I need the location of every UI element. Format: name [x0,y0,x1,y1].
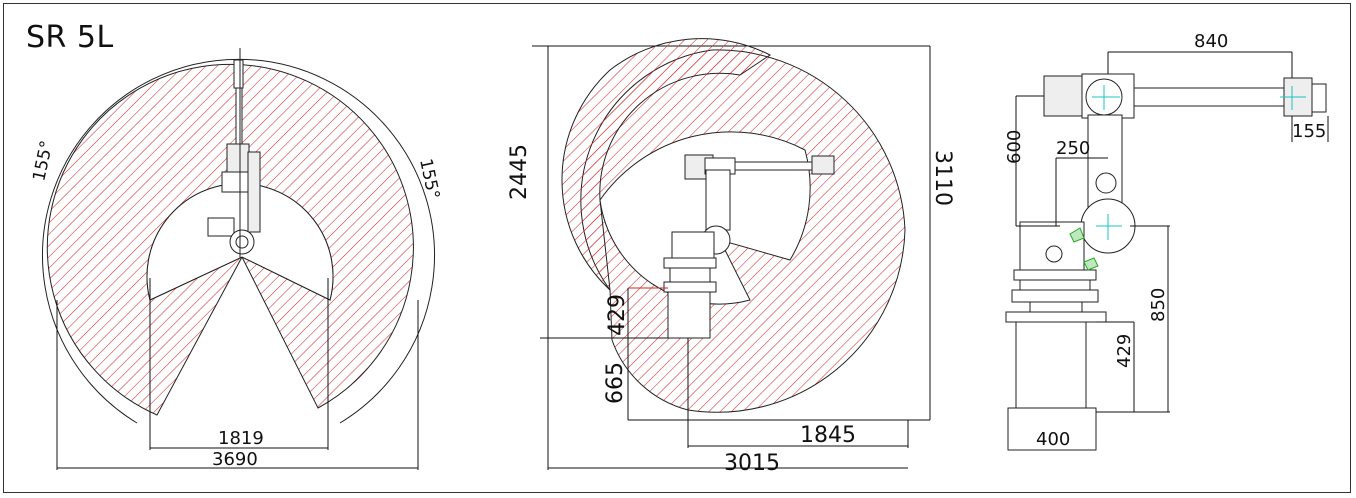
side-view-below-base: 665 [603,362,628,404]
side-view: 2445 3110 429 665 1845 3015 [507,38,955,476]
side-view-height-right: 3110 [930,150,955,206]
front-view-arm-length: 840 [1194,31,1228,52]
side-view-robot [663,154,835,339]
top-view-angle-right: 155° [415,157,443,201]
top-view-inner-width: 1819 [218,428,264,449]
model-title: SR 5L [26,20,114,55]
top-view-robot [207,59,261,255]
top-view-outer-arc [42,58,435,424]
side-view-inner-cutout [599,131,811,305]
side-view-height-total: 2445 [507,144,532,200]
front-view: 840 155 600 250 850 429 400 [1004,31,1329,451]
side-view-width-total: 3015 [724,451,780,476]
front-view-robot [1005,73,1327,451]
top-view-angle-left: 155° [29,139,57,183]
sheet-border [3,3,1351,493]
top-view: 155° 155° 1819 3690 [29,48,443,470]
front-view-base-width: 400 [1036,429,1070,450]
front-view-shoulder-height: 850 [1148,288,1169,322]
side-view-upper-lobe [561,38,771,292]
front-view-flange: 155 [1292,121,1326,142]
front-view-offset: 250 [1056,138,1090,159]
front-view-upper-height: 600 [1004,130,1025,164]
top-view-outer-width: 3690 [212,449,258,470]
front-view-base-height: 429 [1114,334,1135,368]
side-view-reach-right: 1845 [800,423,856,448]
side-view-base-offset: 429 [605,294,630,336]
